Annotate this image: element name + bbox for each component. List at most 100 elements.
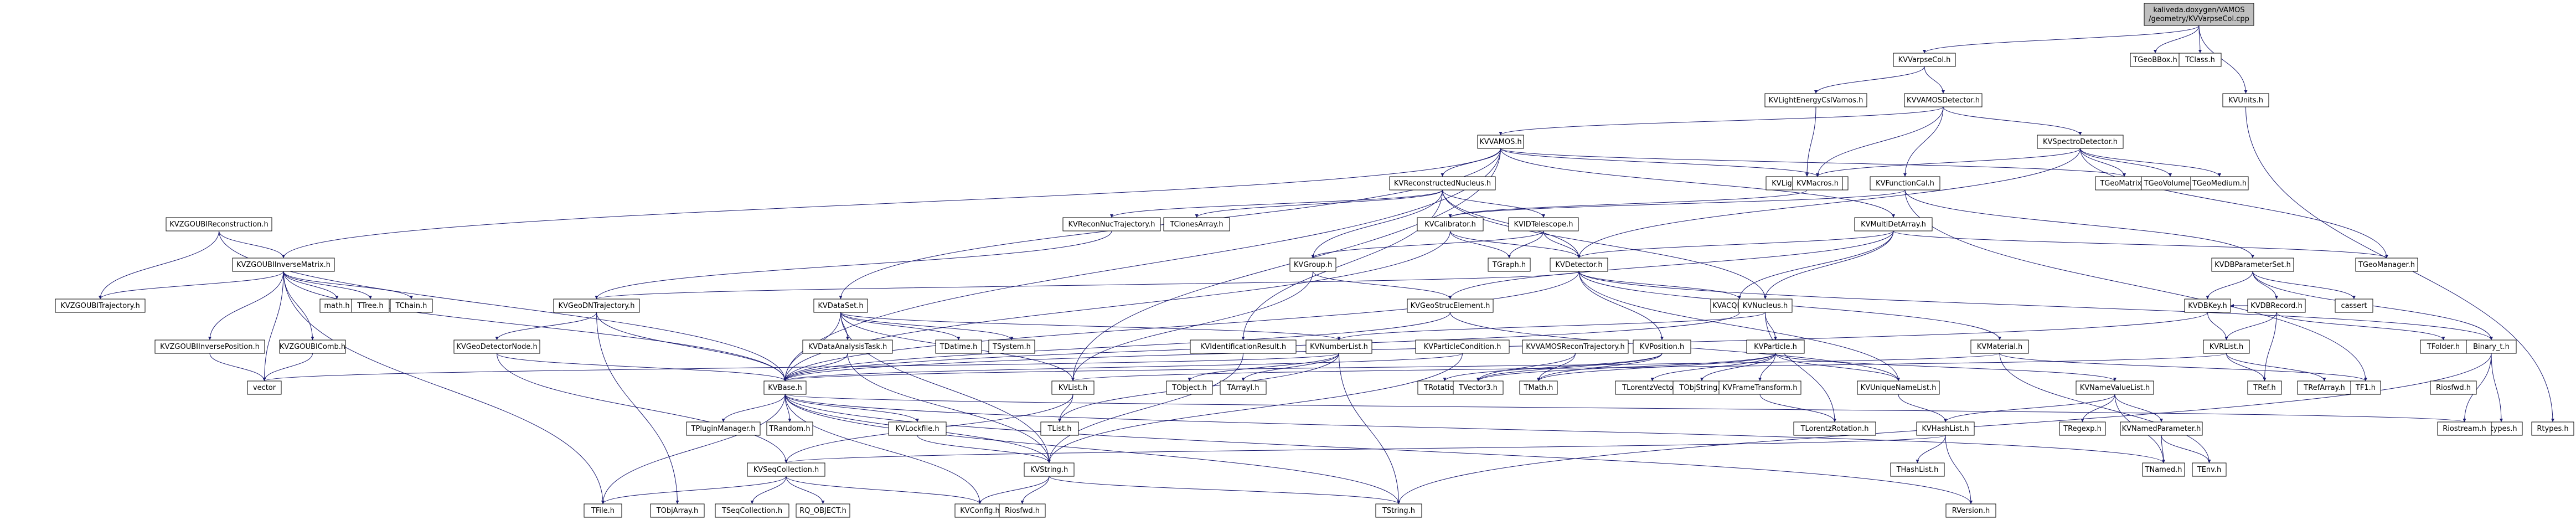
node-box [766, 421, 813, 436]
node-label: KVList.h [1059, 384, 1088, 392]
node-kvdbkey: KVDBKey.h [2184, 298, 2231, 313]
edge-binary-t-to-rtypes-h [2491, 353, 2503, 423]
node-tref: TRef.h [2247, 380, 2282, 395]
node-box [1746, 339, 1805, 354]
node-box [1417, 217, 1484, 231]
node-kvdataset: KVDataSet.h [813, 298, 868, 313]
edge-kvmaterial-to-kvbase [783, 353, 2000, 382]
edge-kvreconnuc-to-kvidtelescope [1442, 189, 1545, 218]
node-trandom: TRandom.h [766, 421, 813, 436]
node-box [2335, 298, 2373, 313]
node-tclass: TClass.h [2178, 53, 2222, 67]
edge-kvparticle-to-tobjstring [1700, 353, 1776, 382]
edge-kvzgoubiinverse-to-vector [262, 271, 284, 382]
node-label: KVDBKey.h [2188, 302, 2227, 310]
node-box [935, 339, 982, 354]
node-label: TRandom.h [768, 425, 810, 433]
node-box [166, 217, 272, 231]
node-tseqcollection: TSeqCollection.h [715, 503, 789, 518]
node-kvlist: KVList.h [1051, 380, 1095, 395]
edge-kvmultidetarray-to-kvgeostrucelement [1448, 230, 1894, 300]
node-tclonesarray: TClonesArray.h [1163, 217, 1230, 231]
node-box [2037, 135, 2124, 149]
edge-kvdbrecord-to-tfolder [2276, 312, 2445, 341]
node-label: KVZGOUBIComb.h [280, 343, 345, 351]
node-box [154, 339, 265, 354]
node-label: TFile.h [591, 507, 615, 515]
node-box [796, 503, 850, 518]
node-box [1718, 380, 1801, 395]
edge-kvnamedparameter-to-tenv [2161, 435, 2211, 464]
node-riostream: Riostream.h [2437, 421, 2492, 436]
edge-kvzgoubiinverse-to-kvbase [283, 271, 787, 382]
edge-kvhashlist-to-rversion [1945, 435, 1973, 505]
node-label: KVGeoStrucElement.h [1411, 302, 1490, 310]
edge-kvzgoubiinverse-to-tchain [283, 271, 413, 300]
node-label: TNamed.h [2145, 466, 2182, 474]
node-box [2531, 421, 2574, 436]
edge-kvvamos-to-kvmultidetarray [1500, 148, 1895, 218]
edge-kvstring-to-tstring [1049, 476, 1401, 505]
edge-kvvamosdetector-to-kvspirdetector [1943, 106, 2082, 136]
edge-kvdbparamset-to-cassert [2252, 271, 2356, 300]
node-ttree: TTree.h [351, 298, 390, 313]
node-tobjarray: TObjArray.h [650, 503, 705, 518]
node-tdatime: TDatime.h [935, 339, 982, 354]
node-box [1519, 380, 1558, 395]
node-label: TSystem.h [992, 343, 1031, 351]
node-label: TClass.h [2185, 56, 2215, 64]
node-label: TClonesArray.h [1169, 220, 1223, 229]
edge-kvvamos-to-kvlist [1071, 148, 1501, 382]
node-label: KVVAMOSDetector.h [1907, 96, 1980, 105]
node-label: KVUnits.h [2228, 96, 2263, 105]
node-label: TRefArray.h [2303, 384, 2345, 392]
edge-kvmultidetarray-to-kvacqparam [1738, 230, 1894, 300]
edge-kvmultidetarray-to-kvdetector [1577, 230, 1894, 259]
node-box [1488, 258, 1531, 272]
node-kvvamosrecontraj: KVVAMOSReconTrajectory.h [1522, 339, 1629, 354]
node-tvector3: TVector3.h [1453, 380, 1504, 395]
node-box [584, 503, 622, 518]
node-label: KVUniqueNameList.h [1861, 384, 1937, 392]
node-label: KVMultiDetArray.h [1861, 220, 1926, 229]
edge-kvstring-to-riosfwd2 [1020, 476, 1050, 505]
node-box [1522, 339, 1629, 354]
node-kvrlist: KVRList.h [2203, 339, 2250, 354]
node-box [1857, 380, 1940, 395]
node-label: KVParticle.h [1754, 343, 1797, 351]
node-box [1024, 462, 1075, 477]
node-label: KVZGOUBIInverseMatrix.h [236, 261, 331, 269]
node-box [2466, 339, 2517, 354]
node-tmath: TMath.h [1519, 380, 1558, 395]
node-label: Rtypes.h [2537, 425, 2568, 433]
node-label: TGraph.h [1492, 261, 1526, 269]
edge-kvnamevaluelist-to-kvhashlist [1944, 394, 2115, 423]
node-kvzgoubicomb: KVZGOUBIComb.h [279, 339, 346, 354]
node-box [2437, 421, 2492, 436]
node-label: Rtypes.h [2485, 425, 2517, 433]
edge-kvposition-to-trotation [1443, 353, 1663, 382]
node-box [1870, 176, 1940, 191]
edge-kvmaterial-to-tenv [1999, 353, 2211, 464]
node-root: kaliveda.doxygen/VAMOS/geometry/KVVarpse… [2144, 3, 2254, 26]
node-label: TMath.h [1524, 384, 1553, 392]
node-box [2120, 421, 2203, 436]
node-kvdataanalysistask: KVDataAnalysisTask.h [802, 339, 893, 354]
node-box [2420, 339, 2467, 354]
node-label: KVVarpseCol.h [1898, 56, 1951, 64]
edge-kvnumberlist-to-vector [262, 353, 1339, 382]
edge-kvstring-to-kvconfig [978, 476, 1050, 505]
edge-kvreconnuc-to-tclonesarray [1195, 189, 1443, 218]
edge-kvdbparamset-to-kvdbkey [2206, 271, 2253, 300]
node-label: KVBase.h [768, 384, 802, 392]
edge-kvlightenergy-vamos-to-kvlightenergy [1805, 106, 1816, 177]
node-label: TChain.h [395, 302, 427, 310]
node-box [2142, 462, 2185, 477]
node-riosfwd: Riosfwd.h [2430, 380, 2477, 395]
node-box [2247, 298, 2306, 313]
edge-binary-t-to-riostream [2463, 353, 2492, 423]
node-label: KVFunctionCal.h [1876, 179, 1934, 188]
node-kvvamos: KVVAMOS.h [1477, 135, 1524, 149]
node-label: KVZGOUBITrajectory.h [60, 302, 140, 310]
node-label: RVersion.h [1952, 507, 1990, 515]
